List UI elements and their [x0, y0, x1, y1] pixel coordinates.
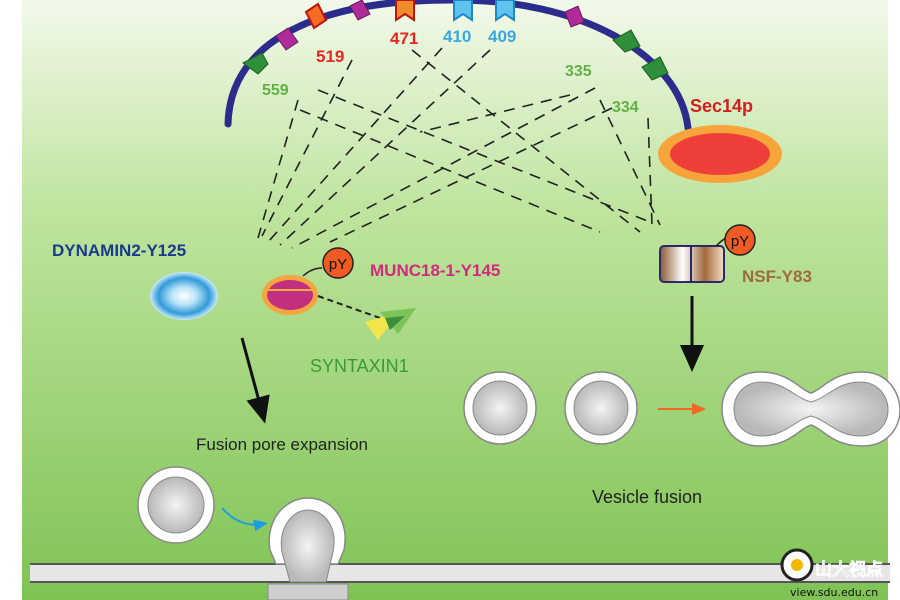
vesicle-1 — [463, 371, 537, 445]
site-334-label: 334 — [612, 99, 639, 116]
sec14p-label: Sec14p — [690, 96, 753, 116]
munc18-py-text: pY — [329, 256, 347, 273]
watermark-url: view.sdu.edu.cn — [790, 586, 878, 599]
site-335-label: 335 — [565, 63, 592, 80]
site-410-marker — [453, 0, 473, 22]
site-diamond-1 — [275, 27, 299, 51]
nsf-label: NSF-Y83 — [742, 267, 812, 286]
fusion-pore-vesicle — [267, 497, 349, 600]
syntaxin-protein — [365, 308, 416, 340]
dynamin-protein — [150, 272, 218, 320]
pore-arrow-blue — [221, 507, 268, 532]
interaction-lines — [257, 47, 661, 249]
vesicle-3 — [137, 466, 215, 544]
site-410-label: 410 — [443, 27, 471, 46]
site-519-label: 519 — [316, 47, 344, 66]
pore-expansion-label: Fusion pore expansion — [196, 435, 368, 454]
site-409-label: 409 — [488, 27, 516, 46]
fused-vesicle — [721, 371, 900, 447]
watermark-brand: 山大视点 — [815, 559, 883, 580]
sec14p-protein — [670, 133, 770, 175]
pore-arrow — [240, 337, 270, 424]
watermark: 山大视点 view.sdu.edu.cn — [780, 548, 883, 599]
site-334-marker — [641, 56, 669, 81]
munc18-protein — [262, 275, 318, 315]
dynamin-label: DYNAMIN2-Y125 — [52, 241, 186, 260]
site-335-marker — [612, 29, 641, 53]
site-diamond-3 — [564, 5, 585, 28]
munc18-label: MUNC18-1-Y145 — [370, 261, 500, 280]
site-471-label: 471 — [390, 29, 418, 48]
site-559-marker — [242, 52, 269, 75]
vesicle-2 — [564, 371, 638, 445]
nsf-py-text: pY — [731, 233, 749, 250]
plasma-membrane — [30, 563, 890, 583]
watermark-logo-eye — [791, 559, 803, 571]
munc18-py-badge — [322, 247, 354, 279]
site-559-label: 559 — [262, 82, 289, 99]
vesicle-fusion-label: Vesicle fusion — [592, 487, 702, 507]
site-471-marker — [395, 0, 415, 22]
site-519-marker — [304, 2, 328, 30]
nsf-protein — [659, 245, 725, 283]
nsf-py-badge — [724, 224, 756, 256]
site-diamond-2 — [349, 0, 371, 21]
munc18-py-link — [302, 267, 323, 277]
syntaxin-label: SYNTAXIN1 — [310, 356, 409, 376]
munc18-syntaxin-link — [317, 295, 381, 319]
site-409-marker — [495, 0, 515, 22]
site-markers — [242, 0, 669, 81]
